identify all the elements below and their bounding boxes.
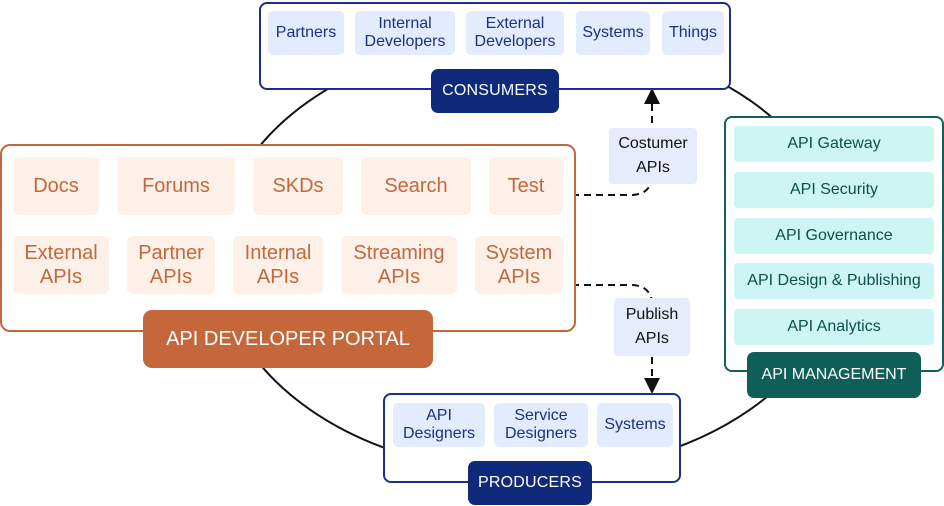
consumer-things: Things xyxy=(662,11,724,55)
portal-docs: Docs xyxy=(13,157,99,215)
consumer-partners: Partners xyxy=(268,11,344,55)
portal-sdks: SKDs xyxy=(253,157,343,215)
producer-service-designers: Service Designers xyxy=(494,403,588,447)
consumers-title: CONSUMERS xyxy=(431,69,559,113)
developer-portal-title: API DEVELOPER PORTAL xyxy=(143,310,433,368)
publish-apis-connector xyxy=(572,284,660,394)
portal-streaming-apis: Streaming APIs xyxy=(341,236,457,294)
portal-forums: Forums xyxy=(117,157,235,215)
portal-partner-apis: Partner APIs xyxy=(127,236,215,294)
portal-external-apis: External APIs xyxy=(13,236,109,294)
mgmt-api-analytics: API Analytics xyxy=(734,309,934,345)
consumer-internal-developers: Internal Developers xyxy=(355,11,455,55)
producer-api-designers: API Designers xyxy=(393,403,485,447)
api-management-title: API MANAGEMENT xyxy=(747,352,921,398)
publish-apis-label: Publish APIs xyxy=(614,298,690,356)
portal-system-apis: System APIs xyxy=(475,236,563,294)
producer-systems: Systems xyxy=(597,403,673,447)
producers-title: PRODUCERS xyxy=(468,461,592,505)
mgmt-api-governance: API Governance xyxy=(734,218,934,254)
mgmt-api-gateway: API Gateway xyxy=(734,126,934,162)
portal-test: Test xyxy=(489,157,563,215)
consumer-apis-label: Costumer APIs xyxy=(609,128,697,184)
consumer-external-developers: External Developers xyxy=(466,11,564,55)
mgmt-api-security: API Security xyxy=(734,172,934,208)
portal-search: Search xyxy=(361,157,471,215)
mgmt-api-design-publishing: API Design & Publishing xyxy=(734,263,934,299)
portal-internal-apis: Internal APIs xyxy=(233,236,323,294)
consumer-systems: Systems xyxy=(576,11,650,55)
consumer-apis-connector xyxy=(572,88,660,196)
